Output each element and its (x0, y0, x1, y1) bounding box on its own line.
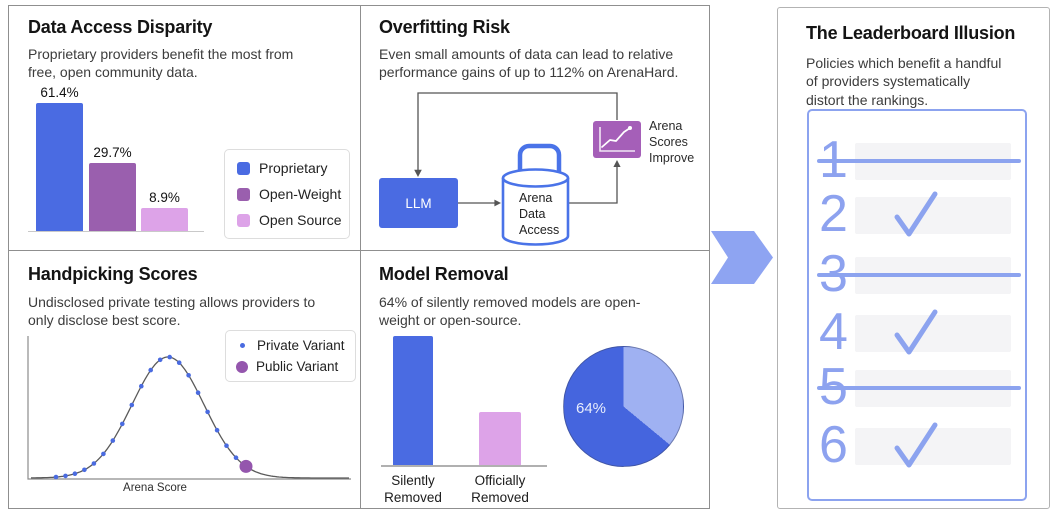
legend-data-access: Proprietary Open-Weight Open Source (224, 149, 350, 239)
bar-value-label: 29.7% (93, 145, 132, 160)
legend-item-open-source: Open Source (237, 212, 342, 228)
arrowhead-right-icon (494, 199, 501, 207)
arena-scores-node (593, 121, 641, 158)
panel-title: Handpicking Scores (28, 264, 198, 284)
x-axis-label: Arena Score (123, 482, 187, 494)
strikethrough-line (817, 159, 1021, 163)
rank-number-2: 2 (819, 185, 848, 243)
private-variant-point (101, 451, 106, 457)
bar-officially-removed (479, 412, 521, 465)
legend-swatch-proprietary (237, 161, 250, 175)
private-variant-point (176, 360, 182, 365)
private-variant-point (233, 455, 239, 460)
bar-chart-model-removal (361, 251, 711, 510)
bar-open-weight (89, 163, 136, 231)
private-variant-point (139, 383, 144, 389)
arrowhead-down-icon (414, 169, 422, 177)
bar-category-silently-removed: Silently Removed (384, 473, 442, 506)
llm-node: LLM (379, 178, 458, 228)
panel-data-access-disparity: Data Access Disparity Proprietary provid… (8, 5, 361, 251)
rank-number-4: 4 (819, 303, 848, 361)
private-variant-point (120, 421, 125, 427)
panel-model-removal: Model Removal 64% of silently removed mo… (360, 250, 710, 509)
bar-category-officially-removed: Officially Removed (471, 473, 529, 506)
trend-chart-icon (599, 126, 635, 152)
database-icon (501, 178, 570, 246)
private-variant-point (205, 409, 210, 415)
public-variant-point (239, 459, 253, 473)
bar-chart-data-access: 61.4% 29.7% 8.9% (28, 85, 204, 232)
private-variant-point (129, 402, 135, 408)
panel-subtitle: Policies which benefit a handful of prov… (806, 55, 1002, 108)
panel-title: The Leaderboard Illusion (806, 23, 1016, 43)
private-variant-point (195, 390, 201, 395)
check-icon (894, 422, 938, 468)
leaderboard-row-bar (855, 197, 1011, 234)
public-variant-dot-icon (236, 360, 248, 373)
bar-value-label: 61.4% (40, 85, 79, 100)
strikethrough-line (817, 273, 1021, 277)
check-icon (894, 309, 938, 355)
panel-leaderboard-illusion: The Leaderboard Illusion Policies which … (777, 7, 1050, 509)
legend-item-open-weight: Open-Weight (237, 186, 341, 202)
private-variant-point (72, 471, 78, 476)
legend-label: Proprietary (259, 160, 328, 176)
private-variant-point (82, 467, 87, 473)
llm-label: LLM (405, 195, 432, 211)
leaderboard-row-bar (855, 315, 1011, 352)
pie-chart-model-removal: 64% (563, 346, 684, 467)
private-variant-point (53, 474, 59, 480)
panel-title: Overfitting Risk (379, 17, 510, 37)
panel-subtitle: Even small amounts of data can lead to r… (379, 46, 679, 81)
panel-handpicking-scores: Handpicking Scores Undisclosed private t… (8, 250, 361, 509)
flow-diagram (414, 92, 621, 246)
private-variant-point (148, 367, 153, 373)
panel-overfitting-risk: Overfitting Risk Even small amounts of d… (360, 5, 710, 251)
leaderboard-row-bar (855, 428, 1011, 465)
bar-value-label: 8.9% (149, 190, 180, 205)
private-variant-point (110, 438, 116, 443)
database-top-icon (501, 168, 570, 188)
legend-label: Open-Weight (259, 186, 342, 202)
arrowhead-up-icon (613, 160, 621, 167)
legend-swatch-open-weight (237, 187, 250, 201)
rank-number-6: 6 (819, 416, 848, 474)
x-axis-line (381, 465, 547, 467)
bar-open-source (141, 208, 188, 231)
check-icon (894, 191, 938, 237)
legend-label: Public Variant (256, 359, 339, 374)
bar-silently-removed (393, 336, 433, 465)
panel-subtitle: Proprietary providers benefit the most f… (28, 46, 294, 81)
legend-label: Private Variant (257, 338, 345, 353)
legend-item-public-variant: Public Variant (236, 359, 345, 374)
private-variant-point (63, 473, 68, 479)
private-variant-point (157, 357, 163, 363)
arena-data-access-label: Arena Data Access (519, 191, 560, 237)
panel-subtitle: 64% of silently removed models are open-… (379, 294, 641, 329)
legend-swatch-open-source (237, 213, 250, 227)
flow-arrow-icon (711, 231, 773, 284)
private-variant-dot-icon (240, 343, 245, 348)
data-to-scores-arrow (568, 166, 618, 204)
pie-slice-label: 64% (576, 400, 607, 417)
panel-subtitle: Undisclosed private testing allows provi… (28, 294, 316, 329)
private-variant-point (167, 354, 172, 360)
axes (27, 336, 351, 480)
legend-label: Open Source (259, 212, 342, 228)
feedback-loop-arrow (417, 92, 618, 170)
bell-curve-chart (27, 336, 351, 480)
strikethrough-line (817, 386, 1021, 390)
panel-title: Data Access Disparity (28, 17, 213, 37)
legend-item-proprietary: Proprietary (237, 160, 337, 176)
private-variant-point (91, 461, 97, 466)
legend-handpicking: Private Variant Public Variant (225, 330, 356, 382)
private-variant-point (214, 427, 220, 433)
private-variant-point (224, 443, 229, 448)
panel-title: Model Removal (379, 264, 509, 284)
private-variant-point (186, 373, 191, 378)
legend-item-private-variant: Private Variant (236, 338, 345, 353)
arena-scores-improve-label: Arena Scores Improve (649, 119, 695, 165)
bar-proprietary (36, 103, 83, 231)
